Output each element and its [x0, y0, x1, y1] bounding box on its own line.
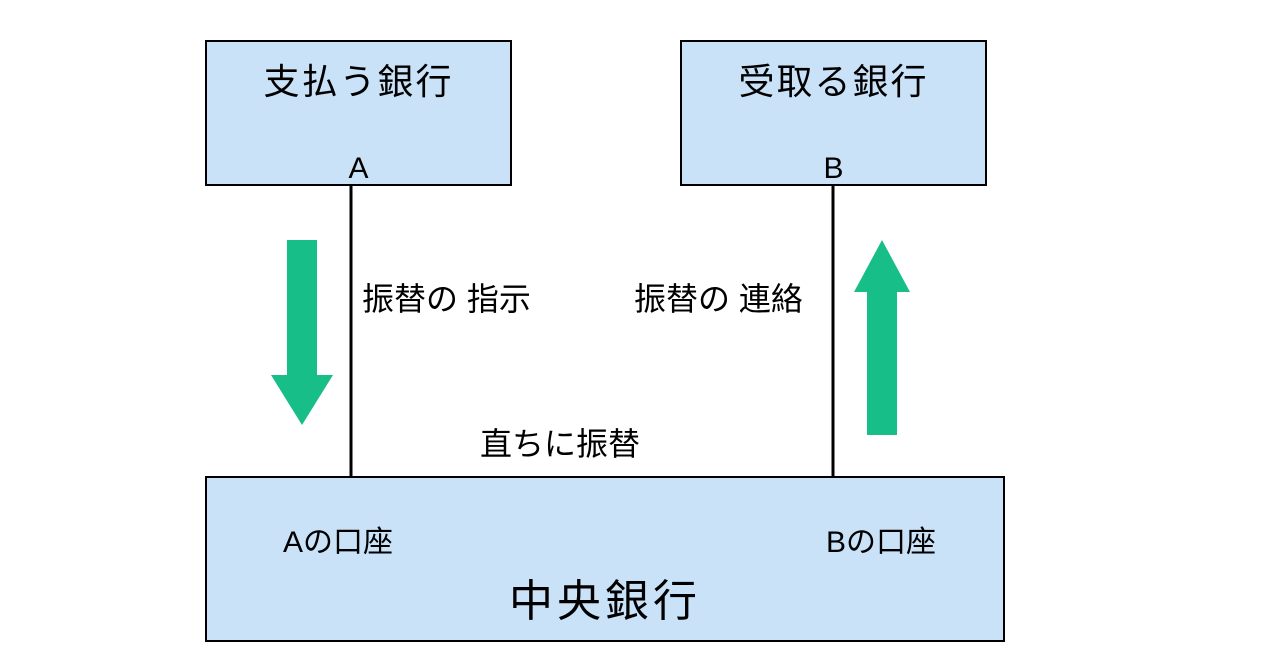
up-arrow: [854, 240, 910, 435]
transfer-instruction-label: 振替の 指示: [362, 281, 531, 317]
transfer-notification-label: 振替の 連絡: [634, 281, 803, 317]
account-b-label: Bの口座: [826, 526, 937, 559]
receiving-bank-box: 受取る銀行 B: [680, 40, 987, 186]
receiving-bank-subtitle: B: [823, 152, 844, 185]
receiving-bank-title: 受取る銀行: [738, 61, 929, 102]
central-bank-box: [205, 476, 1005, 642]
down-arrow: [271, 240, 333, 425]
central-bank-title: 中央銀行: [509, 577, 701, 626]
account-a-label: Aの口座: [283, 526, 394, 559]
immediate-transfer-label: 直ちに振替: [480, 426, 641, 462]
paying-bank-box: 支払う銀行 A: [205, 40, 512, 186]
paying-bank-subtitle: A: [348, 152, 369, 185]
paying-bank-title: 支払う銀行: [263, 61, 454, 102]
